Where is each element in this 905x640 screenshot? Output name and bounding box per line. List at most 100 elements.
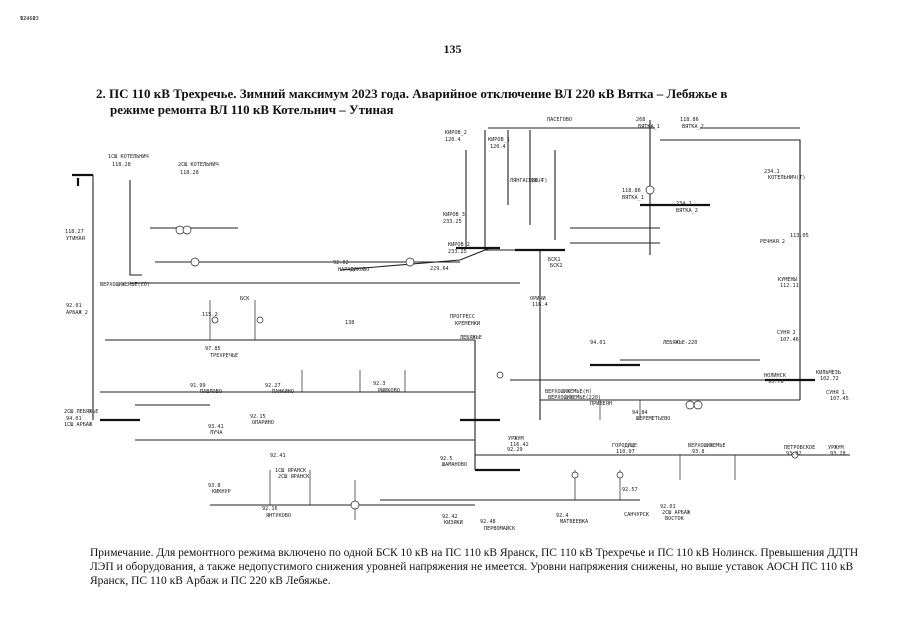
diagram-label: 118.4 xyxy=(528,178,544,184)
diagram-label: 234.1 xyxy=(676,201,692,207)
diagram-label: СУНЯ 2 xyxy=(777,330,796,336)
diagram-label: ВЯТКА_2 xyxy=(682,124,704,130)
diagram-label: ОПАРИНО xyxy=(252,420,274,426)
diagram-label: ПАНКИНО xyxy=(272,389,294,395)
transformer-icon xyxy=(685,400,695,410)
diagram-label: 115.2 xyxy=(202,312,218,318)
heading-line-1: 2. ПС 110 кВ Трехречье. Зимний максимум … xyxy=(96,86,728,101)
diagram-label: ОРИЧИ xyxy=(530,296,546,302)
diagram-label: 95.78 xyxy=(768,379,784,385)
page-number: 135 xyxy=(443,42,462,56)
diagram-label: САНЧУРСК xyxy=(624,512,650,518)
diagram-label: 120.4 xyxy=(490,144,506,150)
diagram-label: 107.45 xyxy=(830,396,849,402)
line-naradikovo-kirov xyxy=(339,247,491,271)
diagram-label: 233.25 xyxy=(443,219,462,225)
diagram-label: РЫШКОВО xyxy=(378,388,400,394)
diagram-label: ПЕТРОВСКОЕ xyxy=(784,445,815,451)
diagram-label: 118.28 xyxy=(112,162,131,168)
diagram-label: СУНЯ 1 xyxy=(826,390,845,396)
diagram-label: ШЕРЕМЕТЬЕВО xyxy=(636,416,670,422)
diagram-label: 92.3 xyxy=(373,381,386,387)
diagram-label: КУМЕНЫ xyxy=(778,277,797,283)
diagram-label: 112.11 xyxy=(780,283,799,289)
diagram-label: 92.5 xyxy=(440,456,453,462)
diagram-label: 268 xyxy=(636,117,645,123)
diagram-label: 2СШ ЯРАНСК xyxy=(278,474,310,480)
diagram-label: 93.41 xyxy=(208,424,224,430)
diagram-label: НОЛИНСК xyxy=(764,373,787,379)
diagram-label: 93.8 xyxy=(692,449,705,455)
diagram-label: ВЕРХОШИЖЕМЬЕ(Н) xyxy=(545,389,592,395)
page-heading: 2. ПС 110 кВ Трехречье. Зимний максимум … xyxy=(96,86,866,118)
diagram-label: 94.01 xyxy=(590,340,606,346)
diagram-label: УТИНАЯ xyxy=(66,236,85,242)
diagram-label: КИРОВ_2 xyxy=(445,130,467,136)
diagram-label: 2СШ АРБАЖ xyxy=(662,510,691,516)
line-kotelnich-2 xyxy=(129,180,142,276)
transformer-icon xyxy=(496,371,504,379)
diagram-label: ВЕРХОШИЖЕМЬЕ(220) xyxy=(548,395,601,401)
diagram-label: 93.82 xyxy=(786,451,802,457)
diagram-label: БСК1 xyxy=(548,257,561,263)
diagram-label: 2СШ ЛЕБЯЖЬЕ xyxy=(64,409,98,415)
diagram-label: 229.64 xyxy=(430,266,449,272)
diagram-label: 234.1 xyxy=(764,169,780,175)
diagram-label: 124.03 xyxy=(20,16,39,22)
diagram-label: ГОРОДИЩЕ xyxy=(612,443,637,449)
stubs-3 xyxy=(599,400,736,480)
diagram-label: ВЯТКА_1 xyxy=(638,124,660,130)
line-vyatka-right xyxy=(660,139,801,400)
diagram-label: 102.72 xyxy=(820,376,839,382)
diagram-label: 92.41 xyxy=(270,453,286,459)
diagram-label: ПРОГРЕСС xyxy=(450,314,475,320)
diagram-label: 92.16 xyxy=(262,506,278,512)
diagram-label: 116.42 xyxy=(510,442,529,448)
diagram-label: АРБАЖ_2 xyxy=(66,310,88,316)
diagram-label: КОТЕЛЬНИЧ(Т) xyxy=(768,175,805,181)
transformer-icon xyxy=(645,185,655,195)
diagram-label: ЛУЧА xyxy=(210,430,223,436)
transformer-icon xyxy=(571,471,579,479)
footnote: Примечание. Для ремонтного режима включе… xyxy=(90,547,859,587)
diagram-label: 92.01 xyxy=(66,303,82,309)
diagram-label: КРЕМЕНКИ xyxy=(455,321,480,327)
diagram-label: 93.8 xyxy=(208,483,221,489)
diagram-label: 92.02 xyxy=(333,260,349,266)
diagram-label: ШАМАНОВО xyxy=(442,462,467,468)
diagram-label: УРЖУМ xyxy=(508,436,524,442)
diagram-label: 94.84 xyxy=(632,410,648,416)
diagram-label: ТРЕХРЕЧЬЕ xyxy=(210,353,238,359)
diagram-label: КИКНУР xyxy=(212,489,231,495)
diagram-label: 233.25 xyxy=(448,249,467,255)
diagram-label: 92.62 xyxy=(20,16,36,22)
diagram-label: ВОСТОК xyxy=(665,516,685,522)
diagram-label: УРЖУМ xyxy=(828,445,844,451)
diagram-label: ВЯТКА_1 xyxy=(622,195,644,201)
diagram-label: 92.29 xyxy=(507,447,523,453)
diagram-label: 2СШ КОТЕЛЬНИЧ xyxy=(178,162,219,168)
diagram-label: ПАВЛОВО xyxy=(200,389,222,395)
transformer-icon xyxy=(693,400,703,410)
diagram-label: 138 xyxy=(345,320,354,326)
diagram-label: 94.01 xyxy=(66,416,82,422)
diagram-label: 1СШ ЯРАНСК xyxy=(275,468,307,474)
diagram-label: КИЗЯКИ xyxy=(444,520,463,526)
diagram-label: БСК xyxy=(240,296,250,302)
diagram-label: КИЛЬМЕЗЬ xyxy=(816,370,841,376)
diagram-label: КИРОВ_3 xyxy=(443,212,465,218)
heading-line-2: режиме ремонта ВЛ 110 кВ Котельнич – Ути… xyxy=(110,102,394,117)
diagram-label: ПЕРВОМАЙСК xyxy=(484,525,516,532)
diagram-label: РЕЧНАЯ 2 xyxy=(760,239,785,245)
diagram-label: ВЯТКА_2 xyxy=(676,208,698,214)
diagram-label: 118.27 xyxy=(65,229,84,235)
diagram-label: 92.27 xyxy=(265,383,281,389)
diagram-label: 91.99 xyxy=(190,383,206,389)
transformer-icon xyxy=(350,500,360,510)
stubs-2 xyxy=(269,470,621,520)
diagram-label: 113.05 xyxy=(790,233,809,239)
diagram-label: 92.15 xyxy=(250,414,266,420)
transformer-icon xyxy=(405,257,415,267)
diagram-label: 110.07 xyxy=(616,449,635,455)
